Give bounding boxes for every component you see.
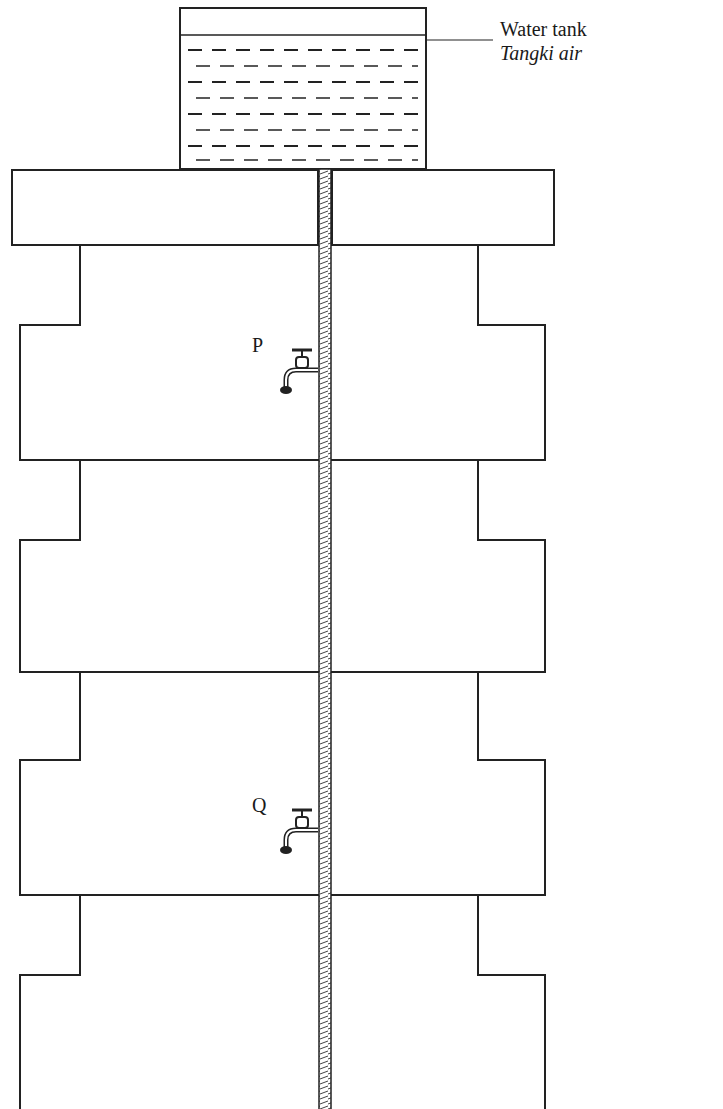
water-tank <box>180 8 426 169</box>
leader-line <box>426 39 493 40</box>
tap-label: Q <box>252 794 266 816</box>
tap-label: P <box>252 334 263 356</box>
label-translation: Tangki air <box>500 42 582 64</box>
label-text: Water tank <box>500 18 587 40</box>
water-pipe <box>319 169 331 1109</box>
tap-p <box>281 350 318 393</box>
